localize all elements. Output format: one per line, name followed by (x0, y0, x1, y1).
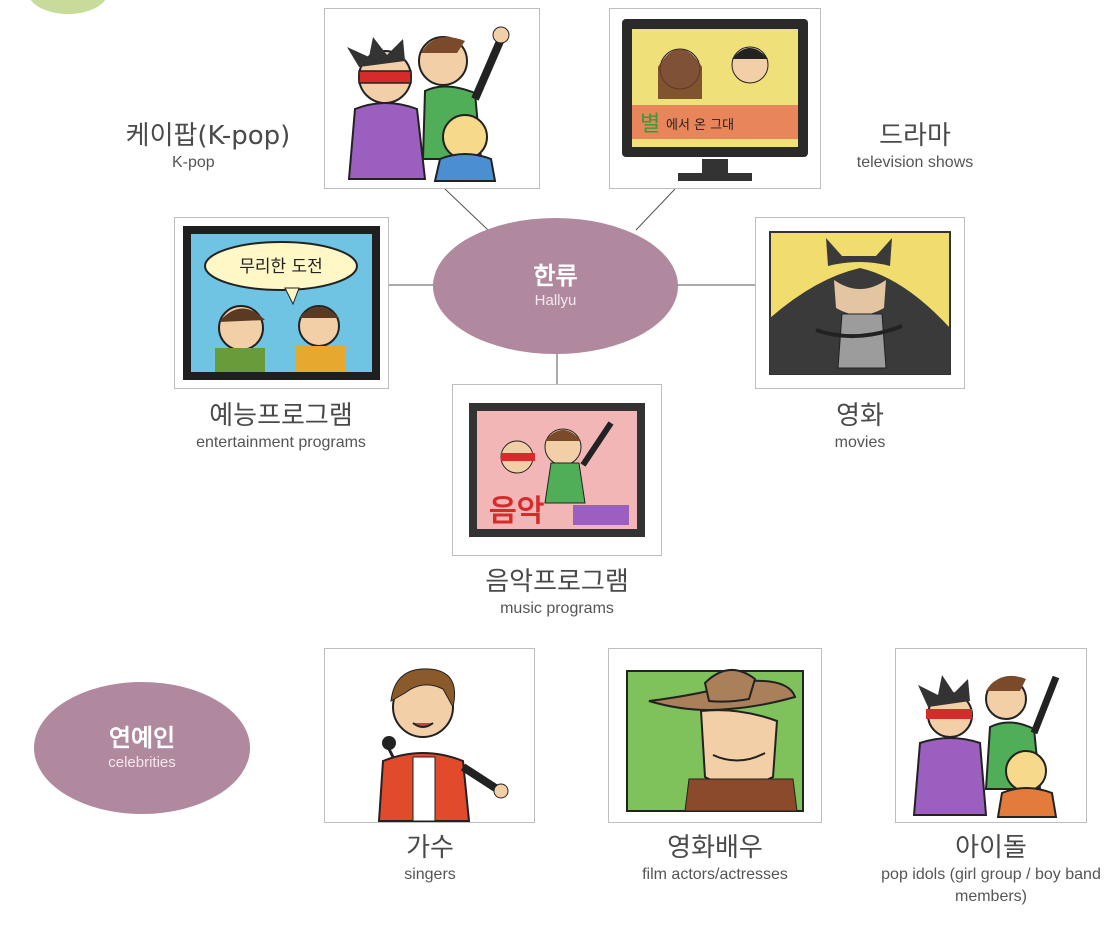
movies-label: 영화 movies (780, 400, 940, 454)
variety-label-korean: 예능프로그램 (209, 401, 353, 431)
movies-image (755, 217, 965, 389)
variety-image: 무리한 도전 (174, 217, 389, 389)
drama-label-english: television shows (856, 154, 974, 171)
music-programs-image: 음악 (452, 384, 662, 556)
drama-label-korean: 드라마 (879, 121, 951, 151)
celebrities-oval: 연예인 celebrities (34, 682, 250, 814)
idols-label-english: pop idols (girl group / boy band members… (881, 866, 1101, 905)
drama-caption-text: 에서 온 그대 (666, 118, 734, 133)
kpop-label: 케이팝(K-pop) K-pop (98, 120, 318, 174)
film-actors-label-english: film actors/actresses (642, 866, 788, 883)
kpop-image (324, 8, 540, 189)
singers-image (324, 648, 535, 823)
center-title-english: Hallyu (534, 292, 577, 309)
music-programs-label-english: music programs (500, 600, 614, 617)
music-programs-label-korean: 음악프로그램 (485, 567, 629, 597)
film-actors-label-korean: 영화배우 (667, 833, 763, 863)
kpop-idols-illustration (333, 17, 531, 182)
actor-cowboy-illustration (626, 669, 804, 812)
movie-hero-illustration (769, 231, 951, 375)
celebrities-title-english: celebrities (108, 754, 176, 771)
variety-label: 예능프로그램 entertainment programs (150, 400, 412, 454)
drama-image: 별 에서 온 그대 (609, 8, 821, 189)
idols-image (895, 648, 1087, 823)
variety-show-illustration: 무리한 도전 (183, 226, 380, 380)
movies-label-english: movies (834, 434, 886, 451)
corner-decoration (28, 0, 108, 14)
movies-label-korean: 영화 (836, 401, 884, 431)
kpop-label-english: K-pop (172, 154, 215, 171)
hallyu-center-oval: 한류 Hallyu (433, 218, 678, 354)
film-actors-image (608, 648, 822, 823)
connector-drama (635, 188, 676, 231)
drama-label: 드라마 television shows (820, 120, 1010, 174)
music-show-illustration: 음악 (469, 403, 645, 537)
tv-drama-illustration: 별 에서 온 그대 (622, 19, 808, 181)
singers-label: 가수 singers (340, 832, 520, 886)
celebrities-title-korean: 연예인 (108, 724, 176, 752)
variety-label-english: entertainment programs (196, 434, 366, 451)
film-actors-label: 영화배우 film actors/actresses (600, 832, 830, 886)
variety-bubble-text: 무리한 도전 (239, 257, 323, 277)
kpop-label-korean: 케이팝(K-pop) (125, 121, 291, 151)
idol-group-illustration (912, 675, 1060, 818)
idols-label-korean: 아이돌 (955, 833, 1027, 863)
music-programs-label: 음악프로그램 music programs (420, 566, 694, 620)
singer-illustration (377, 668, 509, 822)
idols-label: 아이돌 pop idols (girl group / boy band mem… (880, 832, 1102, 908)
music-logo-text: 음악 (489, 494, 545, 529)
drama-logo-text: 별 (640, 112, 660, 137)
connector-kpop (444, 188, 489, 231)
singers-label-english: singers (404, 866, 456, 883)
singers-label-korean: 가수 (406, 833, 454, 863)
center-title-korean: 한류 (533, 262, 578, 290)
